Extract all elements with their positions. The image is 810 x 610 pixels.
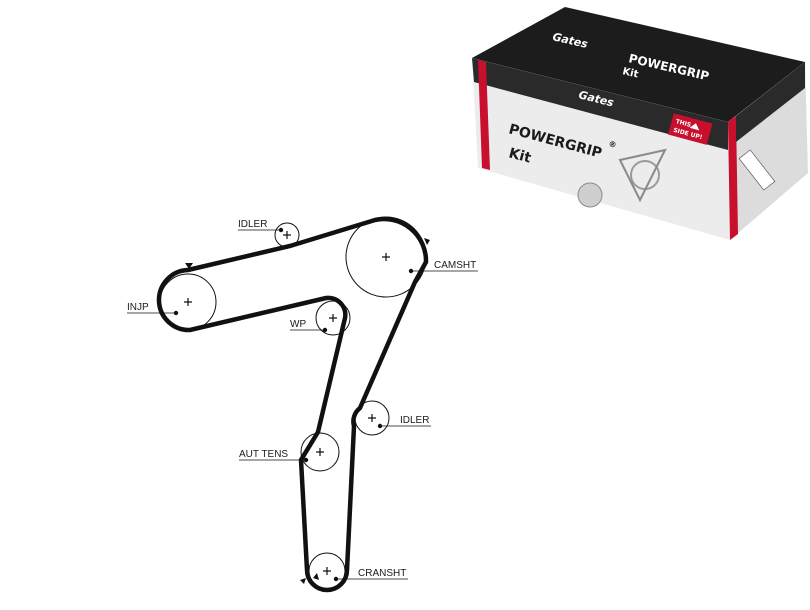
box-top-face <box>472 7 805 122</box>
label-idler-right: IDLER <box>400 415 429 426</box>
box-top-kit: Kit <box>621 66 639 80</box>
camshaft-timing-mark-icon <box>424 238 430 245</box>
timing-belt-loop <box>156 216 429 593</box>
water-pump-pulley <box>315 300 351 336</box>
up-arrow-icon <box>689 123 700 131</box>
idler-right-pulley <box>354 400 390 436</box>
camshaft-center-icon <box>382 253 390 261</box>
idler-top-center-icon <box>283 231 291 239</box>
belt-routing <box>156 216 429 593</box>
box-side-red-stripe <box>728 116 738 240</box>
box-red-stripe <box>478 60 490 170</box>
box-side-face <box>728 62 808 240</box>
this-side-up-badge: THIS SIDE UP! <box>668 113 713 145</box>
auto-tensioner-pulley <box>300 432 340 472</box>
wp-center-icon <box>329 314 337 322</box>
box-photo-belt-icon <box>618 148 667 203</box>
crankshaft-pulley <box>308 552 346 590</box>
aut-tens-center-icon <box>316 448 324 456</box>
injection-pump-pulley <box>159 273 217 331</box>
label-camsht: CAMSHT <box>434 260 476 271</box>
idler-top-pulley <box>274 222 300 248</box>
product-box: Gates POWERGRIP Kit Gates POWERGRIP ® Ki… <box>472 7 808 240</box>
label-aut-tens: AUT TENS <box>239 449 288 460</box>
pulley-centers <box>184 231 390 575</box>
box-front-face <box>472 58 730 240</box>
label-wp: WP <box>290 319 306 330</box>
box-front-band <box>472 58 728 150</box>
crank-center-icon <box>323 567 331 575</box>
box-photo-bearing-icon <box>577 182 603 208</box>
badge-line-1: THIS <box>675 118 692 129</box>
box-front-kit: Kit <box>507 145 533 166</box>
crank-timing-mark-icon <box>300 578 306 584</box>
box-front-registered: ® <box>607 139 617 150</box>
pulleys <box>159 216 427 590</box>
label-cranksht: CRANSHT <box>358 568 406 579</box>
box-side-band <box>736 62 805 142</box>
label-injp: INJP <box>127 302 149 313</box>
crank-inner-mark-icon <box>313 573 319 580</box>
injp-center-icon <box>184 298 192 306</box>
camshaft-pulley <box>345 216 427 298</box>
box-side-barcode-icon <box>738 149 776 191</box>
label-idler-top: IDLER <box>238 219 267 230</box>
leader-lines <box>127 227 478 582</box>
injp-timing-mark-icon <box>185 263 193 269</box>
timing-marks <box>185 238 430 584</box>
idler-right-center-icon <box>368 414 376 422</box>
